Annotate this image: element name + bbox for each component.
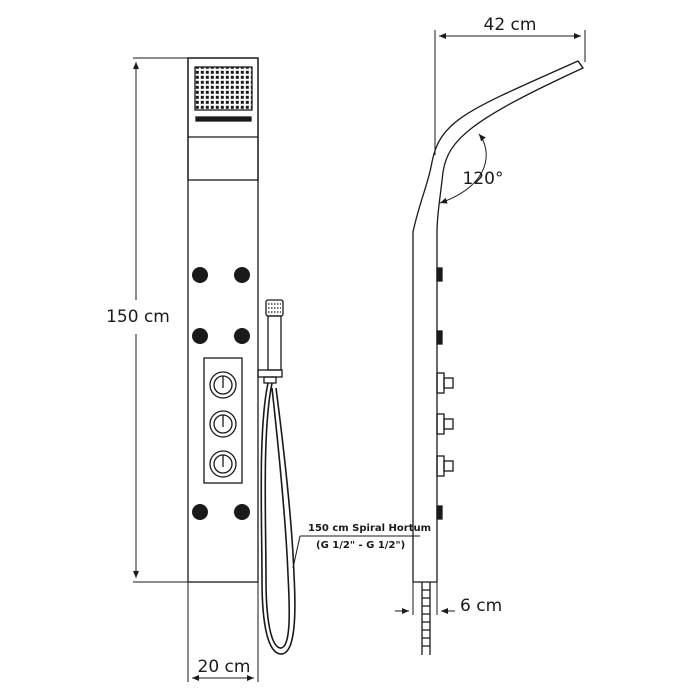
thickness-dimension	[395, 582, 455, 615]
hose-note-line1: 150 cm Spiral Hortum	[308, 523, 431, 534]
spiral-hose	[260, 382, 296, 655]
side-view	[412, 60, 584, 655]
angle-label: 120°	[463, 169, 504, 189]
control-knob	[209, 410, 237, 438]
body-jet	[192, 504, 208, 520]
hose-note-line2: (G 1/2" - G 1/2")	[316, 540, 405, 551]
front-view	[187, 57, 420, 655]
control-knob	[209, 371, 237, 399]
side-controls	[436, 267, 454, 520]
head-frame	[187, 57, 259, 181]
height-label: 150 cm	[106, 307, 170, 327]
body-jet	[192, 328, 208, 344]
body-jets	[192, 267, 250, 520]
rain-head-grille	[194, 66, 253, 111]
thickness-label: 6 cm	[460, 596, 502, 616]
body-jet	[234, 328, 250, 344]
hand-shower	[257, 299, 284, 384]
angle-indicator	[439, 133, 487, 204]
body-jet	[234, 267, 250, 283]
depth-dimension	[434, 30, 586, 155]
height-dimension	[133, 57, 188, 583]
control-plate	[203, 357, 243, 484]
width-label: 20 cm	[198, 657, 251, 677]
waterfall-slot	[195, 116, 252, 122]
body-jet	[234, 504, 250, 520]
width-dimension	[187, 582, 259, 682]
side-profile	[412, 60, 584, 583]
body-jet	[192, 267, 208, 283]
depth-label: 42 cm	[484, 15, 537, 35]
control-knobs	[209, 371, 237, 478]
inlet-hose	[421, 582, 431, 655]
control-knob	[209, 450, 237, 478]
